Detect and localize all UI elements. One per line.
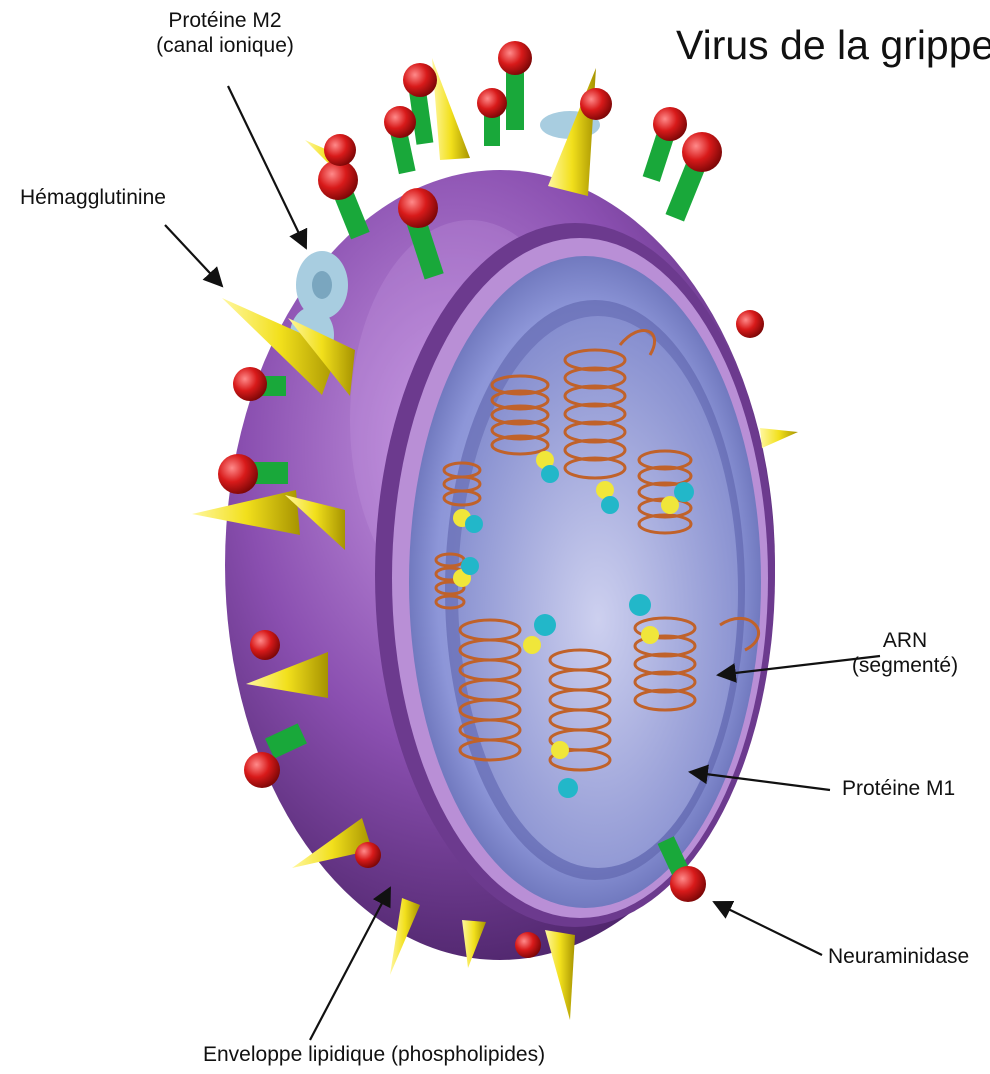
label-m2-line1: Protéine M2: [140, 8, 310, 33]
label-m2: Protéine M2 (canal ionique): [140, 8, 310, 58]
leader-m2: [228, 86, 306, 248]
label-m2-line2: (canal ionique): [140, 33, 310, 58]
leader-enveloppe: [310, 888, 390, 1040]
label-neuraminidase: Neuraminidase: [828, 944, 969, 969]
label-m1: Protéine M1: [842, 776, 955, 801]
leader-neuraminidase: [714, 902, 822, 955]
diagram-title: Virus de la grippe: [676, 22, 990, 69]
label-enveloppe: Enveloppe lipidique (phospholipides): [203, 1042, 545, 1067]
label-arn-line1: ARN: [840, 628, 970, 653]
leader-hemagglutinine: [165, 225, 222, 286]
label-arn-line2: (segmenté): [840, 653, 970, 678]
label-hemagglutinine: Hémagglutinine: [20, 185, 166, 210]
label-arn: ARN (segmenté): [840, 628, 970, 678]
